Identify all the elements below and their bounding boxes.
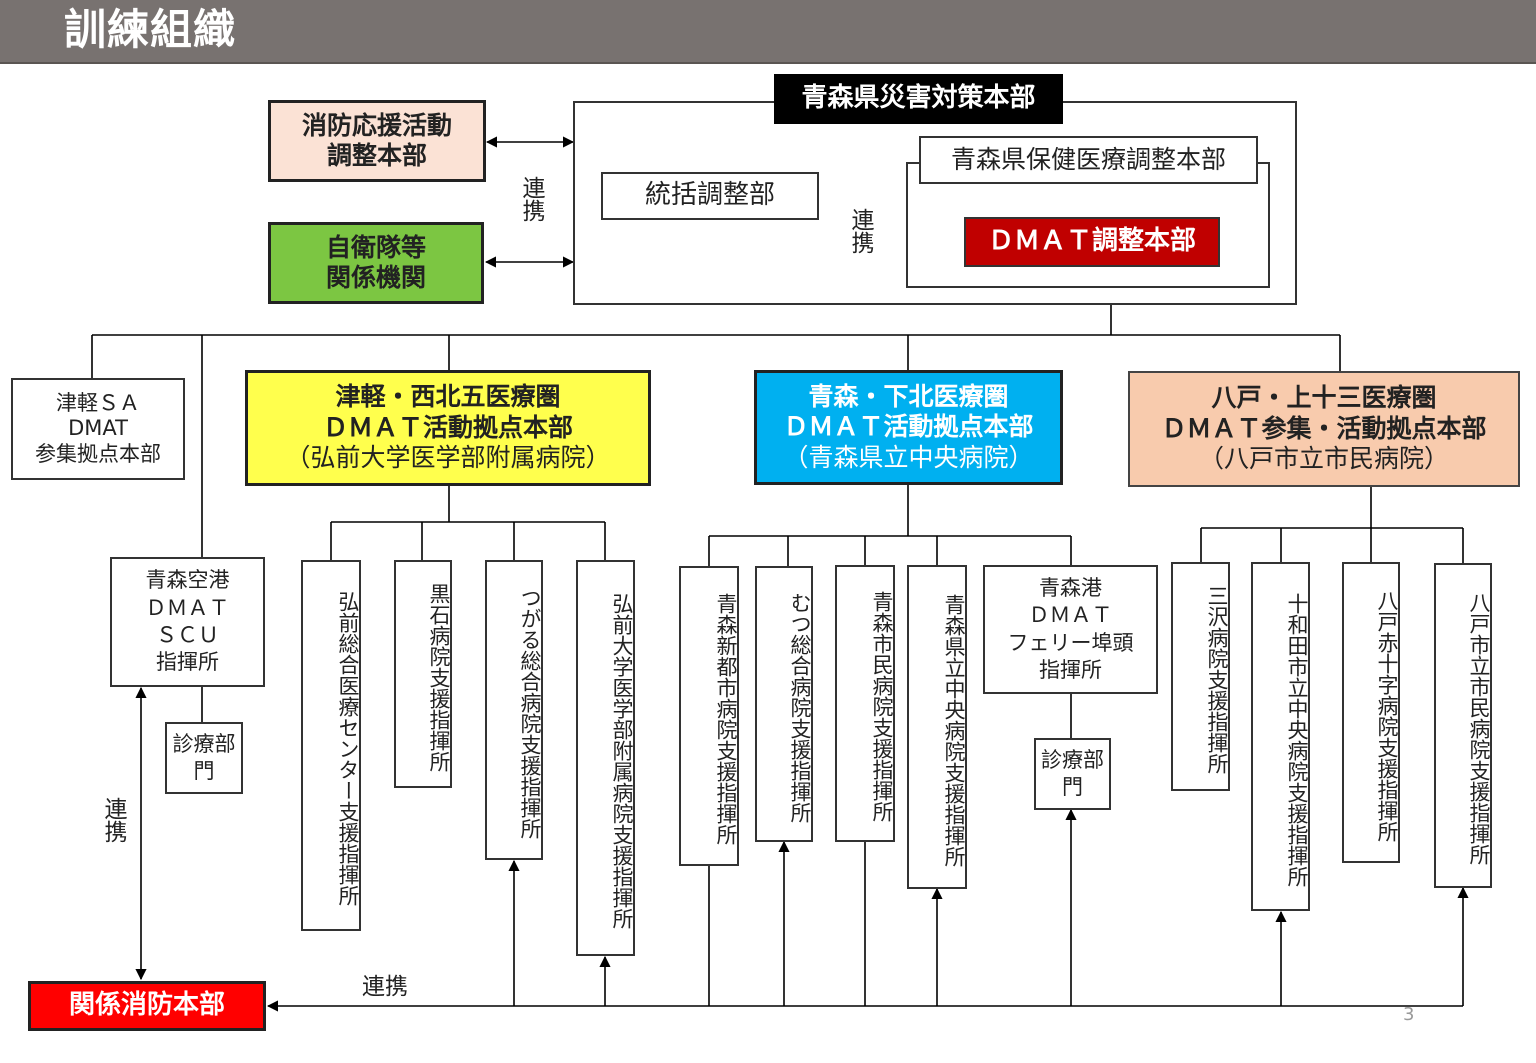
post-misawa: 三沢病院支援指揮所 [1171,562,1230,791]
aomori-disaster-hq-label: 青森県災害対策本部 [774,74,1063,124]
sa-line-3: 参集拠点本部 [35,441,161,466]
hachinohe-line-3: （八戸市立市民病院） [1198,444,1449,474]
post-tsugaru-general: つがる総合病院支援指揮所 [485,560,543,860]
dmat-coord-hq-text: ＤＭＡＴ調整本部 [987,226,1196,257]
coord-dept-text: 統括調整部 [644,180,775,211]
sa-line-1: 津軽ＳＡ [56,390,140,415]
fire-support-line-2: 調整本部 [326,141,427,170]
page-number: 3 [1403,1004,1415,1025]
hachinohe-line-1: 八戸・上十三医療圏 [1211,383,1437,413]
ferry-line-4: 指揮所 [1039,657,1102,682]
aomori-line-1: 青森・下北医療圏 [808,381,1009,411]
aomori-line-2: ＤＭＡＴ活動拠点本部 [783,412,1034,442]
airport-line-1: 青森空港 [145,568,230,593]
sdf-line-2: 関係機関 [325,263,426,292]
airport-line-2: ＤＭＡＴ [145,595,230,620]
renkei-label-top-mid: 連携 [847,208,873,254]
aomori-disaster-hq-text: 青森県災害対策本部 [801,83,1036,114]
sa-line-2: DMAT [68,416,128,441]
ferry-post: 青森港 ＤＭＡＴ フェリー埠頭 指揮所 [983,565,1158,694]
tsugaru-line-2: ＤＭＡＴ活動拠点本部 [322,412,573,442]
post-towada: 十和田市立中央病院支援指揮所 [1251,562,1310,911]
post-hachinohe-city: 八戸市立市民病院支援指揮所 [1434,563,1492,888]
ferry-line-1: 青森港 [1039,575,1102,600]
ferry-clinic: 診療部門 [1034,738,1111,810]
airport-scu-post: 青森空港 ＤＭＡＴ ＳＣＵ 指揮所 [110,557,265,687]
airport-clinic: 診療部門 [165,722,243,794]
health-hq-text: 青森県保健医療調整本部 [950,144,1226,174]
page-title: 訓練組織 [64,5,237,54]
aomori-region-hq: 青森・下北医療圏 ＤＭＡＴ活動拠点本部 （青森県立中央病院） [754,370,1063,485]
sdf-line-1: 自衛隊等 [325,232,426,262]
aomori-line-3: （青森県立中央病院） [783,442,1034,472]
airport-clinic-text: 診療部門 [172,731,236,783]
tsugaru-sa-hq: 津軽ＳＡ DMAT 参集拠点本部 [11,378,185,480]
tsugaru-line-1: 津軽・西北五医療圏 [335,382,561,412]
fire-support-hq: 消防応援活動 調整本部 [268,100,486,182]
tsugaru-region-hq: 津軽・西北五医療圏 ＤＭＡＴ活動拠点本部 （弘前大学医学部附属病院） [245,370,651,486]
post-kuroishi: 黒石病院支援指揮所 [394,560,452,788]
post-hirosaki-general: 弘前総合医療センター支援指揮所 [301,560,361,931]
coord-dept: 統括調整部 [601,172,819,220]
health-hq-label: 青森県保健医療調整本部 [919,136,1258,184]
post-aomori-city: 青森市民病院支援指揮所 [835,565,895,842]
related-fire-hq: 関係消防本部 [28,981,266,1031]
renkei-label-top-left: 連携 [518,176,544,222]
airport-line-4: 指揮所 [156,650,219,675]
hachinohe-line-2: ＤＭＡＴ参集・活動拠点本部 [1161,413,1487,443]
hachinohe-region-hq: 八戸・上十三医療圏 ＤＭＡＴ参集・活動拠点本部 （八戸市立市民病院） [1128,371,1520,487]
post-aomori-shintoshi: 青森新都市病院支援指揮所 [679,566,739,866]
post-hachinohe-redcross: 八戸赤十字病院支援指揮所 [1342,562,1400,863]
airport-line-3: ＳＣＵ [156,623,219,647]
ferry-line-2: ＤＭＡＴ [1028,603,1113,628]
post-mutsu-general: むつ総合病院支援指揮所 [755,566,813,842]
header-bar: 訓練組織 [0,0,1536,64]
sdf-agencies: 自衛隊等 関係機関 [268,222,484,304]
ferry-line-3: フェリー埠頭 [1007,630,1134,655]
fire-hq-text: 関係消防本部 [68,990,225,1021]
tsugaru-line-3: （弘前大学医学部附属病院） [285,443,611,473]
renkei-label-bottom: 連携 [362,974,408,1000]
post-aomori-prefectural: 青森県立中央病院支援指揮所 [907,565,967,889]
post-hirosaki-univ: 弘前大学医学部附属病院支援指揮所 [576,560,635,956]
renkei-label-left: 連携 [100,797,126,843]
ferry-clinic-text: 診療部門 [1041,747,1104,799]
dmat-coord-hq: ＤＭＡＴ調整本部 [964,217,1220,267]
fire-support-line-1: 消防応援活動 [301,110,452,140]
